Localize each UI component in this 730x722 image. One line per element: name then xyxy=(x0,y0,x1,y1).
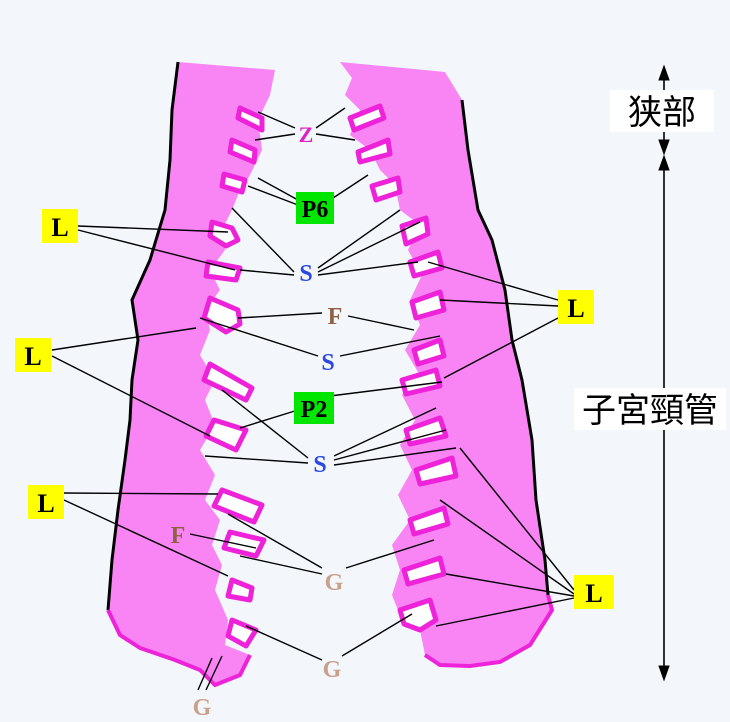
label-g: G xyxy=(193,695,212,721)
label-l: L xyxy=(567,294,584,323)
label-f: F xyxy=(171,523,186,549)
label-p6: P6 xyxy=(302,197,329,223)
label-z: Z xyxy=(299,122,314,147)
label-s: S xyxy=(321,350,334,376)
label-f: F xyxy=(328,304,343,330)
label-s: S xyxy=(313,452,326,478)
isthmus-label: 狭部 xyxy=(628,93,696,133)
label-l: L xyxy=(51,213,68,242)
label-l: L xyxy=(37,489,54,518)
label-s: S xyxy=(299,261,312,287)
label-p2: P2 xyxy=(301,397,328,423)
cervical-canal-label: 子宮頸管 xyxy=(582,391,718,431)
label-l: L xyxy=(24,342,41,371)
label-g: G xyxy=(323,657,342,683)
label-g: G xyxy=(325,570,344,596)
label-l: L xyxy=(585,579,602,608)
